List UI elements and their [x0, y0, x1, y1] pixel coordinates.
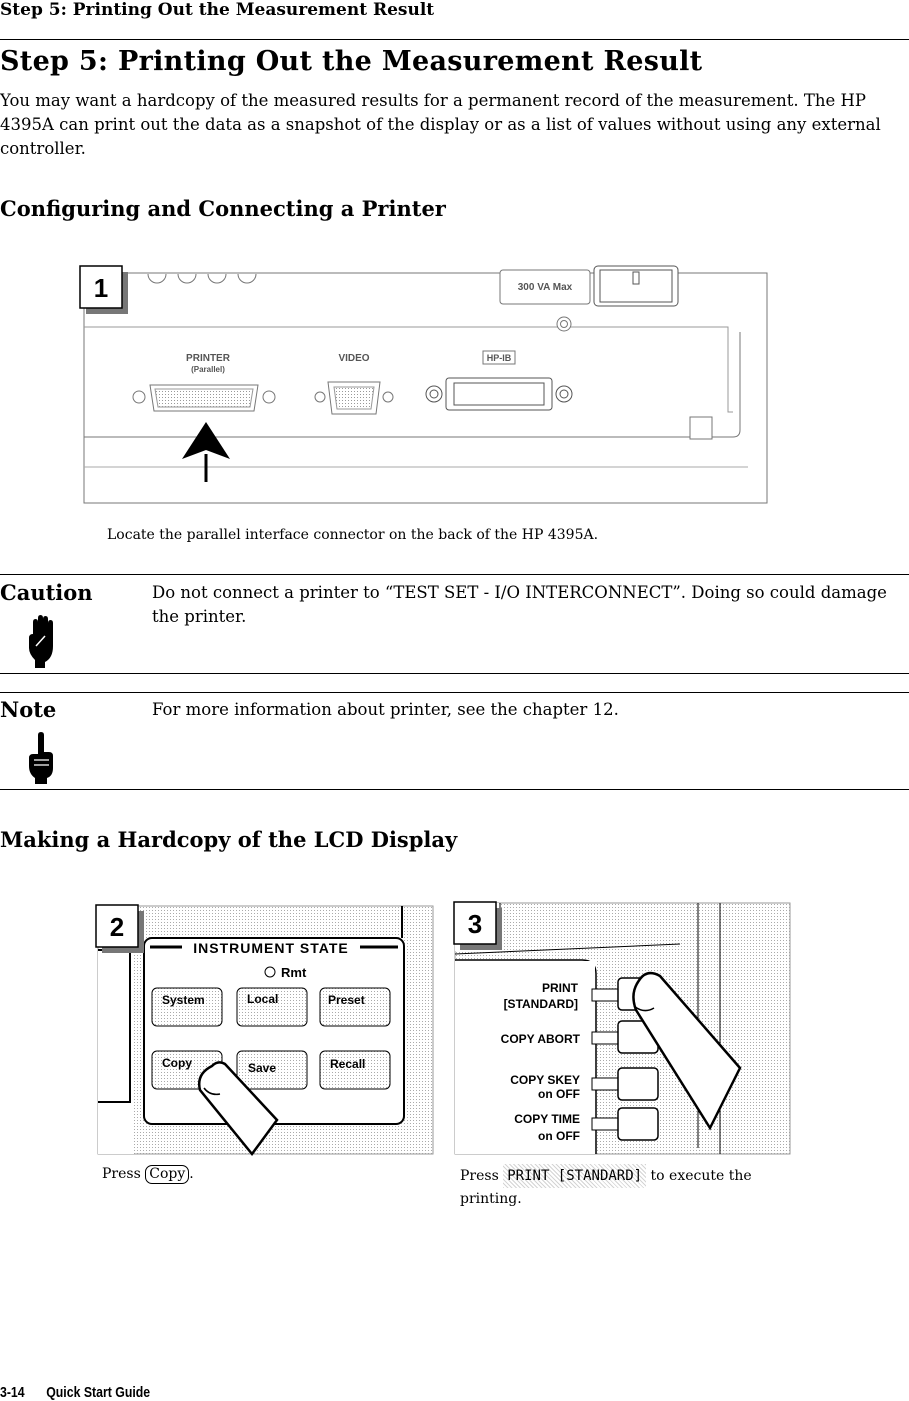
figure3-caption: Press PRINT [STANDARD] to execute the pr… — [460, 1164, 752, 1210]
step-badge-3: 3 — [453, 901, 502, 950]
note-text: For more information about printer, see … — [152, 700, 619, 719]
softkey-print-label-line1: PRINT — [542, 981, 579, 995]
svg-text:Preset: Preset — [328, 993, 365, 1007]
note-bottom-rule — [0, 789, 909, 790]
svg-text:3: 3 — [468, 909, 482, 939]
instrument-state-figure: INSTRUMENT STATE Rmt System Local Preset… — [95, 904, 434, 1157]
softkey-print-label-line2: [STANDARD] — [504, 997, 578, 1011]
print-standard-softkey-label: PRINT [STANDARD] — [503, 1164, 647, 1188]
softkey-copy-abort-label: COPY ABORT — [501, 1032, 581, 1046]
running-head: Step 5: Printing Out the Measurement Res… — [0, 0, 435, 20]
softkey-copy-skey-label-line2: on OFF — [538, 1087, 580, 1101]
arrow-up-icon — [182, 422, 230, 482]
rear-panel-figure: 300 VA Max PRINTER (Parallel) VIDEO HP-I… — [79, 265, 768, 504]
figure1-caption: Locate the parallel interface connector … — [107, 527, 599, 543]
softkey-copy-time-button[interactable] — [591, 1107, 659, 1141]
section-heading-configuring: Configuring and Connecting a Printer — [0, 196, 446, 221]
svg-text:System: System — [162, 993, 205, 1007]
page-footer: 3-14 Quick Start Guide — [0, 1384, 150, 1401]
section-heading-hardcopy: Making a Hardcopy of the LCD Display — [0, 827, 458, 852]
step-badge-1: 1 — [79, 265, 128, 314]
printer-port-sublabel: (Parallel) — [191, 365, 225, 374]
printer-connector-icon — [132, 384, 276, 412]
note-top-rule — [0, 692, 909, 693]
key-preset[interactable]: Preset — [319, 987, 391, 1027]
note-pointing-hand-icon — [29, 732, 53, 784]
svg-text:Local: Local — [247, 992, 278, 1006]
instrument-state-title: INSTRUMENT STATE — [193, 940, 348, 956]
finger-pressing-print-icon — [632, 971, 742, 1131]
hpib-port-label: HP-IB — [487, 353, 512, 363]
caution-bottom-rule — [0, 673, 909, 674]
svg-text:1: 1 — [94, 273, 108, 303]
softkey-copy-time-label-line1: COPY TIME — [514, 1112, 580, 1126]
figure2-caption: Press Copy. — [102, 1165, 194, 1184]
printer-port-label: PRINTER — [186, 353, 231, 364]
softkey-copy-skey-label-line1: COPY SKEY — [510, 1073, 580, 1087]
svg-text:Copy: Copy — [162, 1056, 192, 1070]
note-label: Note — [0, 697, 57, 722]
page-number: 3-14 — [0, 1384, 25, 1401]
caution-hand-icon — [29, 615, 53, 668]
caution-top-rule — [0, 574, 909, 575]
svg-text:2: 2 — [110, 912, 124, 942]
page-title: Step 5: Printing Out the Measurement Res… — [0, 46, 703, 77]
svg-text:Recall: Recall — [330, 1057, 365, 1071]
caution-text: Do not connect a printer to “TEST SET - … — [152, 583, 887, 626]
key-save[interactable]: Save — [236, 1050, 308, 1090]
key-recall[interactable]: Recall — [319, 1050, 391, 1090]
caution-label: Caution — [0, 580, 93, 605]
video-port-label: VIDEO — [338, 353, 369, 364]
header-rule — [0, 39, 909, 40]
hpib-connector-icon — [425, 377, 573, 411]
power-label: 300 VA Max — [518, 282, 573, 293]
step-badge-2: 2 — [95, 904, 144, 953]
key-local[interactable]: Local — [236, 987, 308, 1027]
softkey-copy-skey-button[interactable] — [591, 1067, 659, 1101]
copy-key-label: Copy — [145, 1165, 190, 1184]
softkey-copy-time-label-line2: on OFF — [538, 1129, 580, 1143]
rmt-indicator-label: Rmt — [281, 965, 307, 980]
svg-text:Save: Save — [248, 1061, 276, 1075]
intro-paragraph: You may want a hardcopy of the measured … — [0, 91, 881, 158]
softkey-figure: PRINT [STANDARD] COPY ABORT COPY SKEY on… — [453, 901, 791, 1155]
video-connector-icon — [314, 381, 394, 415]
guide-name: Quick Start Guide — [46, 1384, 151, 1401]
finger-pressing-copy-icon — [198, 1061, 279, 1157]
key-system[interactable]: System — [151, 987, 223, 1027]
